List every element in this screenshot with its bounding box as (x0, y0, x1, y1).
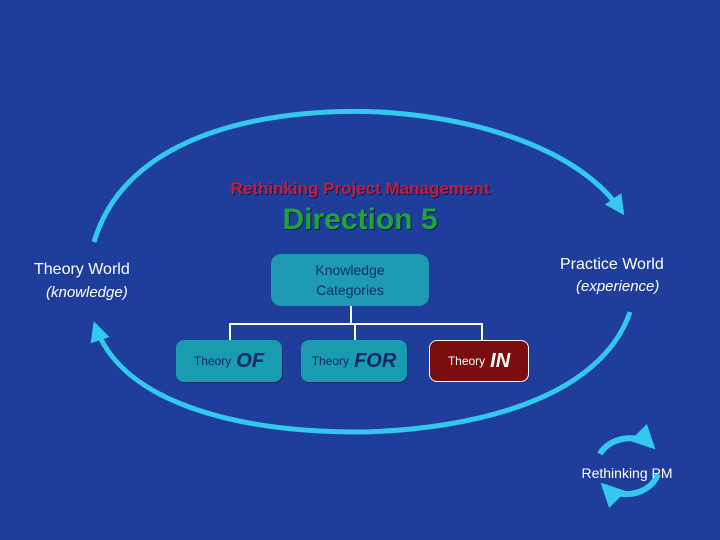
theory-world-label: Theory World (34, 261, 130, 278)
tree-drop-of (229, 323, 231, 341)
theory-in-small: Theory (447, 354, 486, 368)
theory-for-box: Theory FOR (301, 340, 407, 382)
theory-of-big: OF (236, 349, 265, 372)
slide-subtitle: Direction 5 (282, 203, 438, 236)
tree-drop-for (354, 323, 356, 341)
theory-of-small: Theory (193, 354, 232, 368)
practice-world-label: Practice World (560, 256, 664, 273)
theory-of-box: Theory OF (176, 340, 282, 382)
theory-in-box: Theory IN (429, 340, 529, 382)
knowledge-categories-line2: Categories (316, 282, 384, 298)
theory-world-sub: (knowledge) (46, 284, 128, 301)
tree-stem (350, 306, 352, 324)
bottom-arc-arrow (90, 311, 633, 435)
rethinking-pm-label: Rethinking PM (581, 465, 673, 481)
theory-in-big: IN (490, 349, 511, 372)
theory-for-big: FOR (354, 349, 397, 372)
theory-for-small: Theory (311, 354, 350, 368)
tree-drop-in (481, 323, 483, 341)
knowledge-categories-box: Knowledge Categories (271, 254, 429, 306)
practice-world-sub: (experience) (576, 278, 660, 295)
top-arc-arrow (91, 108, 625, 243)
circular-arrows-icon (597, 423, 661, 509)
knowledge-categories-line1: Knowledge (315, 262, 385, 278)
slide-title: Rethinking Project Management (230, 179, 490, 198)
tree-branch (229, 323, 483, 325)
